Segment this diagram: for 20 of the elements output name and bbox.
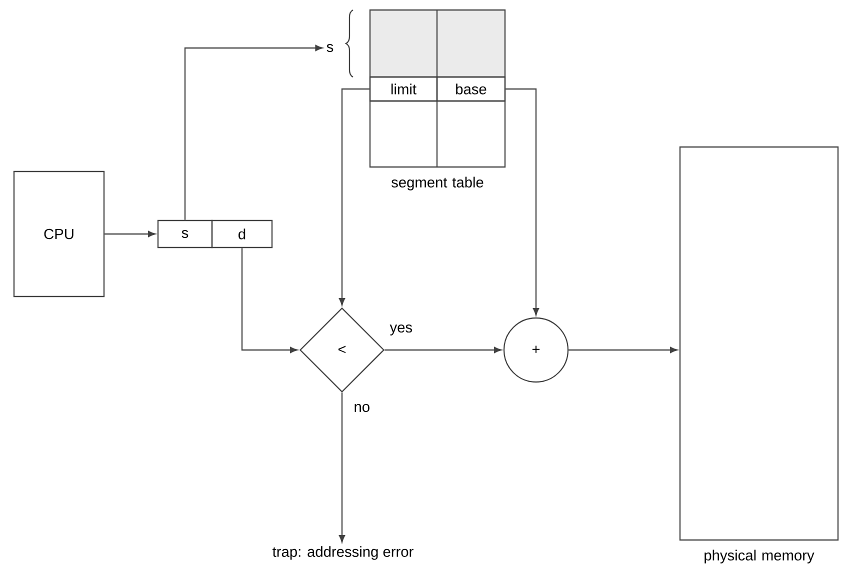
node-label: segment table [392, 176, 484, 190]
arrow [184, 44, 323, 220]
arrow [338, 88, 370, 306]
register-cell: d [211, 220, 273, 248]
node-label: physical memory [704, 550, 814, 564]
arrow [384, 346, 502, 354]
arrow [568, 346, 678, 354]
edge-label: no [354, 404, 370, 412]
register-cell: s [157, 220, 213, 248]
arrow [104, 230, 156, 238]
memory-box: physical memory [679, 146, 839, 564]
arrow [338, 392, 346, 543]
table-cell: base [436, 76, 506, 102]
trap-label: trap: addressing error [272, 546, 414, 560]
edge-label: yes [390, 324, 412, 336]
segment-number: s [326, 44, 334, 52]
arrow [241, 248, 298, 354]
arrow [506, 88, 540, 316]
table-cell: limit [369, 76, 438, 102]
cpu-box: CPU [13, 170, 105, 298]
